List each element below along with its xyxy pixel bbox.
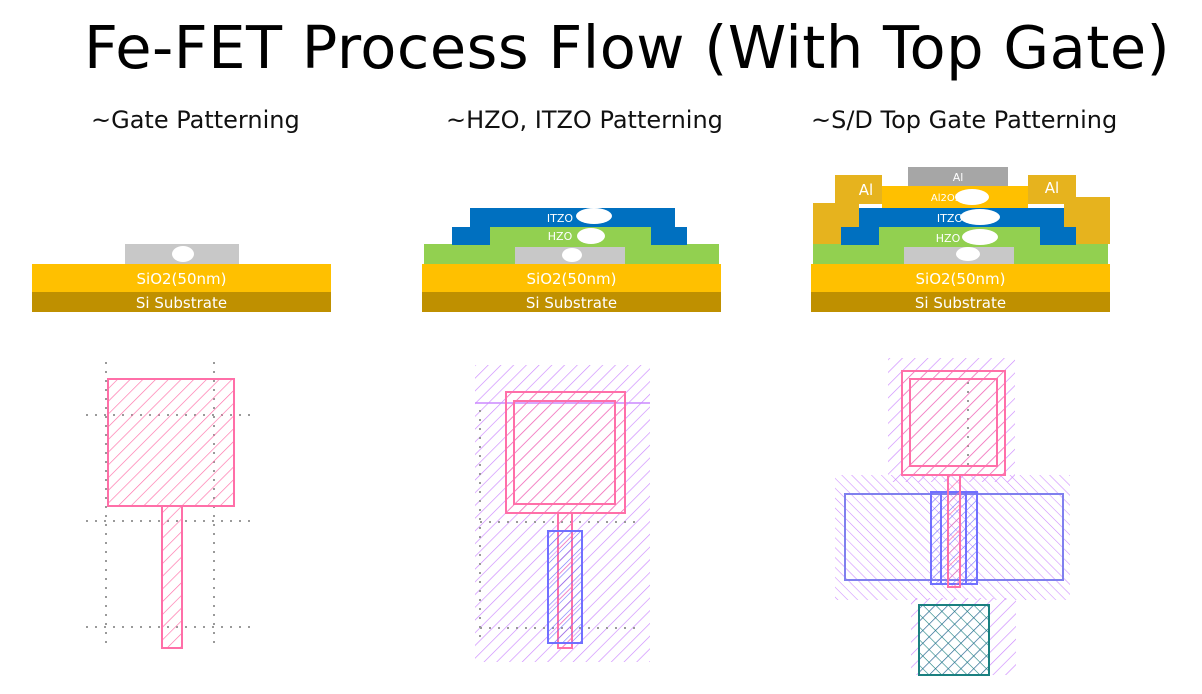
page-title: Fe-FET Process Flow (With Top Gate): [84, 13, 1171, 82]
hzo-layer-raised: [879, 227, 1040, 247]
itzo-layer-raised: [470, 208, 675, 227]
si-substrate-layer: [32, 292, 331, 312]
step-1-label: ~Gate Patterning: [91, 106, 300, 134]
sio2-label: SiO2(50nm): [137, 270, 227, 288]
step-3-label: ~S/D Top Gate Patterning: [811, 106, 1118, 134]
cross-section-step-2: Si Substrate SiO2(50nm) ITZO HZO: [422, 208, 721, 312]
sio2-layer: [811, 264, 1110, 292]
hzo-label: HZO: [936, 232, 961, 245]
si-substrate-layer: [811, 292, 1110, 312]
cross-section-step-1: Si Substrate SiO2(50nm): [32, 244, 331, 312]
gate-pad-inner: [513, 400, 616, 505]
sio2-layer: [32, 264, 331, 292]
mask-layout-step-1: [86, 362, 254, 650]
step-2-label: ~HZO, ITZO Patterning: [446, 106, 723, 134]
itzo-layer-left: [841, 227, 879, 245]
cross-section-step-3: Si Substrate SiO2(50nm) Al Al Al2O3 Al I…: [811, 167, 1110, 312]
sio2-layer: [422, 264, 721, 292]
al-label-left: Al: [859, 181, 873, 199]
redaction-blob: [960, 209, 1000, 225]
itzo-mask: [547, 530, 583, 644]
hzo-label: HZO: [548, 230, 573, 243]
redaction-blob: [962, 229, 998, 245]
itzo-label: ITZO: [547, 212, 573, 225]
gate-pad-mask: [505, 391, 626, 514]
sio2-label: SiO2(50nm): [527, 270, 617, 288]
itzo-layer-wide-right: [651, 227, 687, 245]
gate-pad-mask: [901, 370, 1006, 476]
gate-line-mask: [947, 474, 961, 588]
drain-al-contact: [1028, 175, 1110, 244]
mask-layout-step-2: [475, 365, 650, 662]
top-gate-al: [908, 167, 1008, 186]
gate-pad-mask: [107, 378, 235, 507]
si-substrate-label: Si Substrate: [136, 294, 227, 312]
top-gate-pad-mask: [918, 604, 990, 676]
top-gate-al-label: Al: [953, 171, 964, 184]
gate-pad-inner: [909, 378, 998, 467]
itzo-layer-wide: [452, 227, 490, 245]
al-label-right: Al: [1045, 179, 1059, 197]
itzo-label: ITZO: [937, 212, 963, 225]
al2o3-label: Al2O3: [931, 193, 961, 204]
source-al-contact: [813, 175, 882, 244]
mask-layout-step-3: [835, 358, 1070, 676]
redaction-blob: [577, 228, 605, 244]
si-substrate-layer: [422, 292, 721, 312]
sio2-label: SiO2(50nm): [916, 270, 1006, 288]
redaction-blob: [956, 247, 980, 261]
redaction-blob: [576, 208, 612, 224]
redaction-blob: [955, 189, 989, 205]
redaction-blob: [172, 246, 194, 262]
hzo-layer-raised: [490, 227, 651, 247]
si-substrate-label: Si Substrate: [526, 294, 617, 312]
redaction-blob: [562, 248, 582, 262]
gate-line-mask: [161, 505, 183, 649]
si-substrate-label: Si Substrate: [915, 294, 1006, 312]
itzo-layer-right: [1040, 227, 1076, 245]
